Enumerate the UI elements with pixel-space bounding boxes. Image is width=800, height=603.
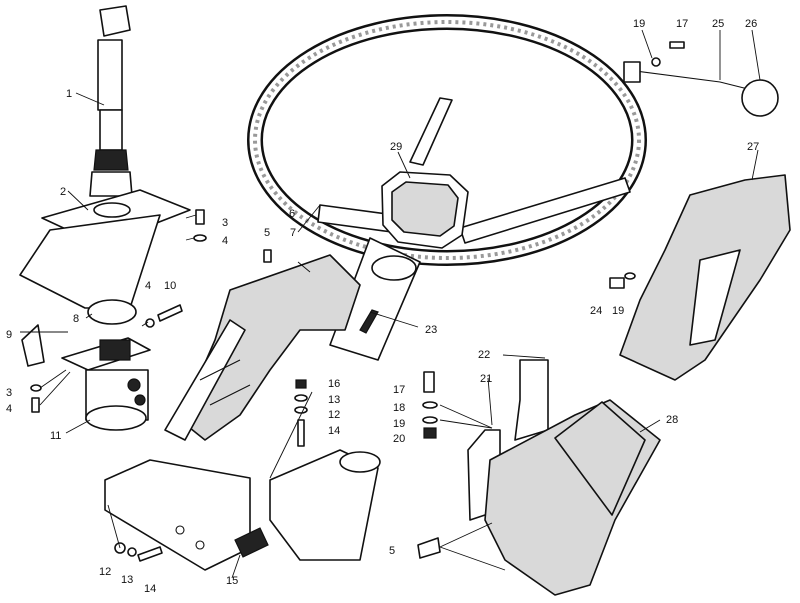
- column-bracket-15: [104, 449, 381, 571]
- callout-12-lower: 12: [99, 566, 111, 578]
- callout-19-top: 19: [633, 18, 645, 30]
- callout-5-lower: 5: [389, 545, 395, 557]
- column-shroud-left: [164, 254, 361, 441]
- fastener-stack-16-14: [294, 379, 308, 447]
- column-shroud-right: [619, 174, 791, 381]
- horn-button: [381, 171, 469, 249]
- callout-23: 23: [425, 324, 437, 336]
- callout-28: 28: [666, 414, 678, 426]
- callout-1: 1: [66, 88, 72, 100]
- callout-11: 11: [50, 430, 61, 442]
- clip-bracket: [21, 324, 45, 367]
- callout-8: 8: [73, 313, 79, 325]
- lower-cover: [484, 399, 661, 596]
- fastener-stack-17-20: [422, 371, 438, 439]
- callout-17-top: 17: [676, 18, 688, 30]
- callout-5-upper: 5: [264, 227, 270, 239]
- callout-27: 27: [747, 141, 759, 153]
- callout-4-upper: 4: [222, 235, 228, 247]
- fasteners-12-14-lower: [114, 542, 163, 562]
- callout-17-mid: 17: [393, 384, 405, 396]
- steering-gear-unit: [61, 337, 151, 431]
- callout-3-upper: 3: [222, 217, 228, 229]
- callout-14-mid: 14: [328, 425, 340, 437]
- callout-15: 15: [226, 575, 238, 587]
- callout-16: 16: [328, 378, 340, 390]
- callout-24: 24: [590, 305, 602, 317]
- callout-10: 10: [164, 280, 176, 292]
- leader-lines: [20, 29, 761, 579]
- fasteners-24-19: [609, 272, 636, 289]
- callout-labels: 1 2 3 4 5 6 7 8 9 10 4 3 4 11 16 13 12 1…: [6, 18, 759, 595]
- callout-4-mid: 4: [145, 280, 151, 292]
- callout-22: 22: [478, 349, 490, 361]
- callout-20: 20: [393, 433, 405, 445]
- callout-13-mid: 13: [328, 394, 340, 406]
- cover-plate: [19, 189, 191, 309]
- universal-joint-shaft: [89, 5, 133, 197]
- bolt-5-lower: [417, 537, 441, 559]
- gear-lever: [623, 41, 779, 117]
- callout-19-mid: 19: [393, 418, 405, 430]
- callout-21: 21: [480, 373, 492, 385]
- callout-4-lower: 4: [6, 403, 12, 415]
- callout-26: 26: [745, 18, 757, 30]
- callout-25: 25: [712, 18, 724, 30]
- callout-29: 29: [390, 141, 402, 153]
- callout-14-lower: 14: [144, 583, 156, 595]
- callout-2: 2: [60, 186, 66, 198]
- steering-wheel: [247, 14, 647, 266]
- callout-7: 7: [290, 227, 296, 239]
- callout-9: 9: [6, 329, 12, 341]
- callout-18: 18: [393, 402, 405, 414]
- callout-13-lower: 13: [121, 574, 133, 586]
- sealing-ring: [87, 299, 137, 325]
- callout-19-right: 19: [612, 305, 624, 317]
- callout-6: 6: [289, 208, 295, 220]
- callout-3-lower: 3: [6, 387, 12, 399]
- callout-12-mid: 12: [328, 409, 340, 421]
